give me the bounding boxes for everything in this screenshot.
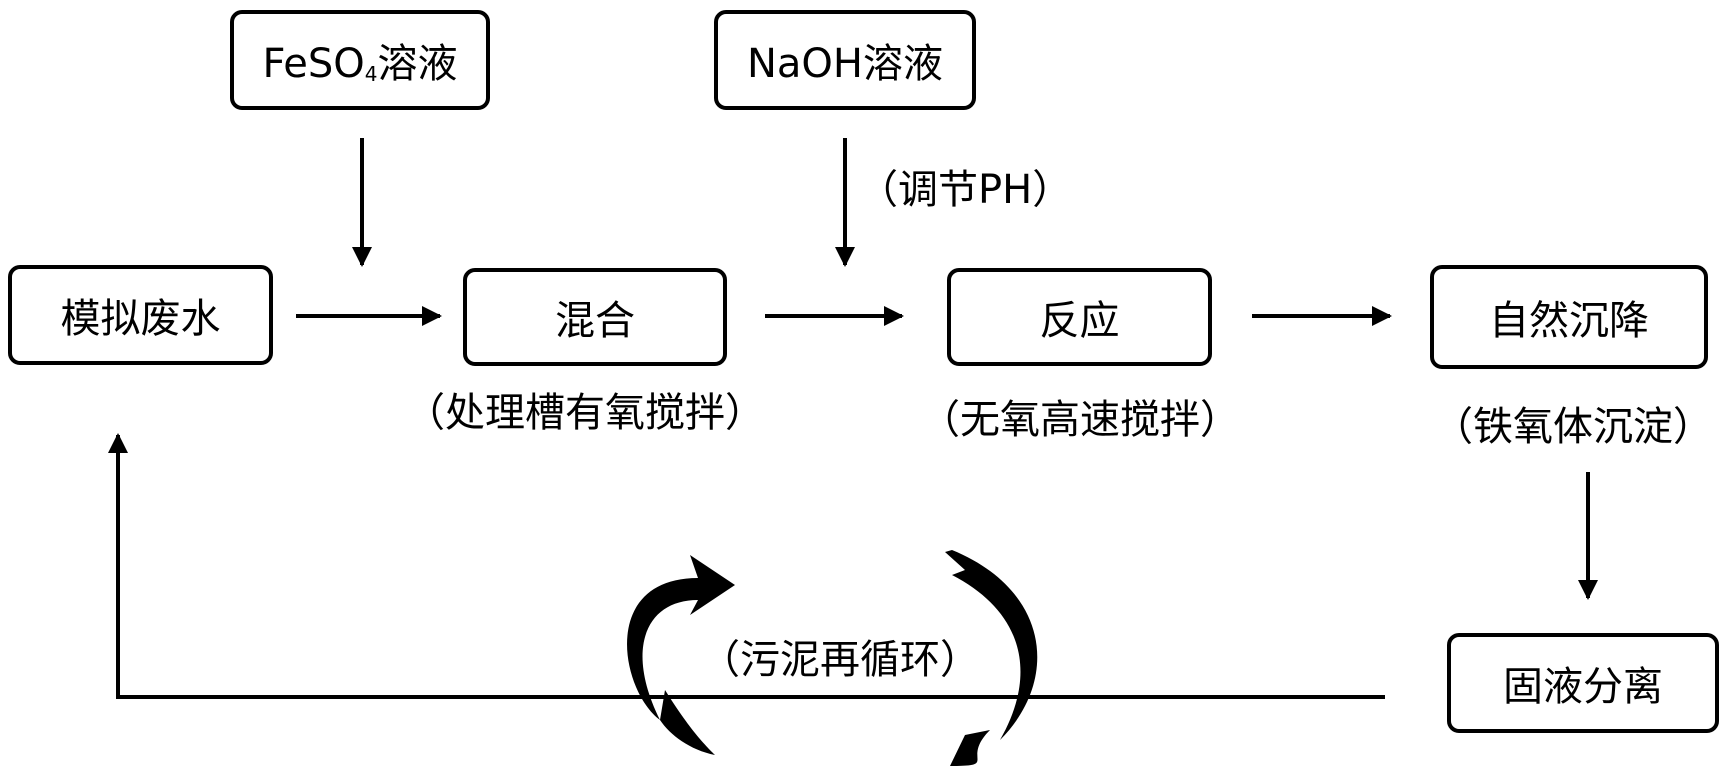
mixing-note: （处理槽有氧搅拌） xyxy=(405,390,765,436)
adjust-ph-note: （调节PH） xyxy=(858,167,1073,213)
recycle-arrows xyxy=(627,550,1038,766)
wastewater-label: 模拟废水 xyxy=(60,296,221,342)
wastewater-box: 模拟废水 xyxy=(8,265,273,365)
recycle-arrow-bottom-right xyxy=(950,730,990,766)
separation-box: 固液分离 xyxy=(1447,633,1719,733)
reaction-label: 反应 xyxy=(1039,298,1120,344)
settling-box: 自然沉降 xyxy=(1430,265,1708,369)
reaction-note: （无氧高速搅拌） xyxy=(920,397,1240,443)
recycle-arrow-top-right xyxy=(945,550,1038,740)
reaction-box: 反应 xyxy=(947,268,1212,366)
settling-note: （铁氧体沉淀） xyxy=(1433,404,1713,450)
separation-label: 固液分离 xyxy=(1503,664,1663,710)
recycle-arrow-top-left xyxy=(627,555,735,720)
recycle-note: （污泥再循环） xyxy=(700,637,980,683)
mixing-box: 混合 xyxy=(463,268,727,366)
feso4-label: FeSO4溶液 xyxy=(262,41,458,87)
mixing-label: 混合 xyxy=(555,298,635,344)
recycle-arrow-bottom-left xyxy=(660,690,715,755)
naoh-label: NaOH溶液 xyxy=(747,41,943,87)
naoh-solution-box: NaOH溶液 xyxy=(714,10,976,110)
feso4-solution-box: FeSO4溶液 xyxy=(230,10,490,110)
settling-label: 自然沉降 xyxy=(1489,298,1649,344)
return-line xyxy=(108,433,1385,699)
